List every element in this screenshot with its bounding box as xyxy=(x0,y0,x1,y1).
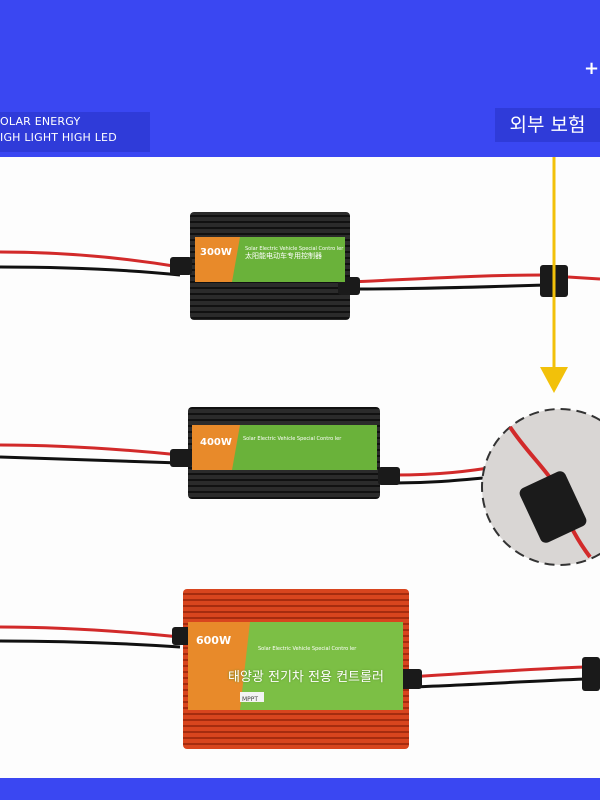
controller-1-title: 太阳能电动车专用控制器 xyxy=(245,251,322,260)
controller-3 xyxy=(172,589,422,749)
controller-2 xyxy=(170,407,400,499)
controller-1 xyxy=(170,212,360,320)
banner-tagline: OLAR ENERGY IGH LIGHT HIGH LED xyxy=(0,112,150,152)
controller-1-wires xyxy=(0,250,600,297)
controller-3-wires xyxy=(0,625,600,691)
banner-line-2: IGH LIGHT HIGH LED xyxy=(0,131,117,144)
controller-2-wattage: 400W xyxy=(200,437,232,448)
fuse-zoom-circle xyxy=(481,408,600,566)
bottom-band xyxy=(0,778,600,800)
controller-3-subtitle: Solar Electric Vehicle Special Contro le… xyxy=(258,646,357,652)
controller-3-badge: MPPT xyxy=(242,696,258,703)
product-caption: 태양광 전기차 전용 컨트롤러 xyxy=(228,670,384,685)
banner-line-1: OLAR ENERGY xyxy=(0,115,81,128)
controller-1-wattage: 300W xyxy=(200,247,232,258)
controller-1-subtitle: Solar Electric Vehicle Special Contro le… xyxy=(245,246,344,252)
product-photo: 300W 太阳能电动车专用控制器 Solar Electric Vehicle … xyxy=(0,157,600,749)
controller-2-subtitle: Solar Electric Vehicle Special Contro le… xyxy=(243,436,342,442)
fuse-holder-3 xyxy=(582,657,600,691)
arrow-down-icon xyxy=(540,157,568,393)
plus-icon: + xyxy=(584,58,600,79)
controller-3-wattage: 600W xyxy=(196,634,231,647)
external-fuse-callout: 외부 보험 xyxy=(495,108,600,142)
